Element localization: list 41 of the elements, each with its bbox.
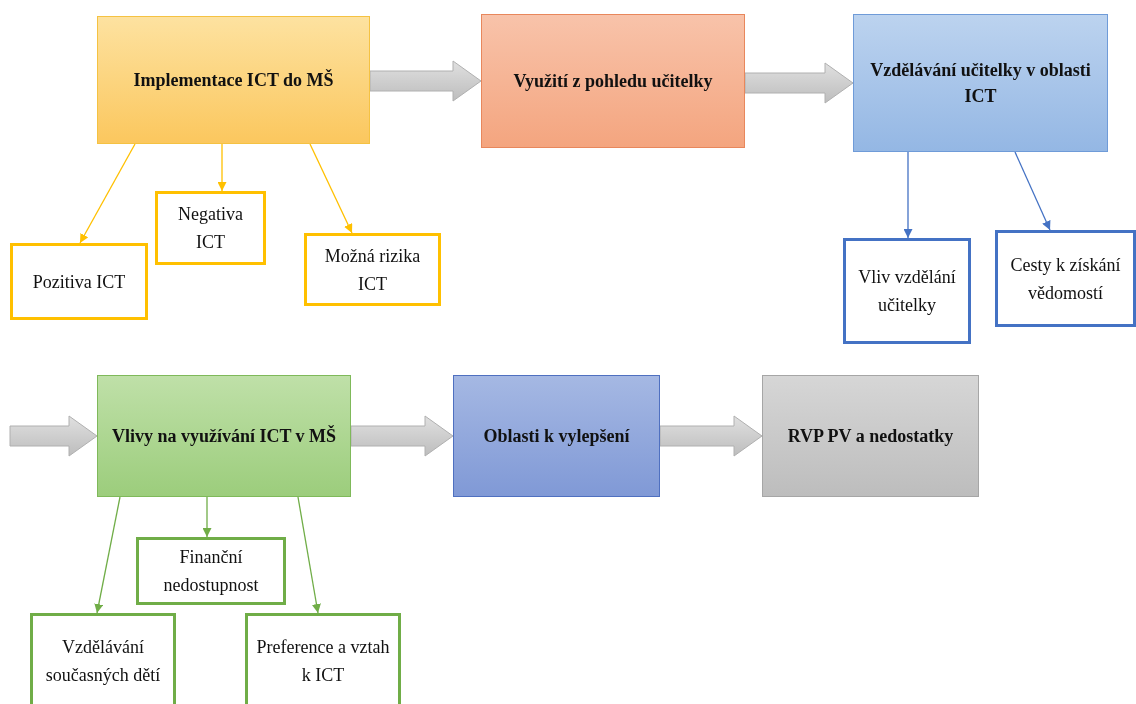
arrow [1014,151,1051,231]
box-label: Implementace ICT do MŠ [132,68,335,92]
subtopic-box [304,233,441,306]
subtopic-box [10,243,148,320]
topic-box [762,375,979,497]
block-arrow [369,60,482,102]
arrow [79,143,136,244]
box-label: Vlivy na využívání ICT v MŠ [110,424,338,448]
topic-box [97,375,351,497]
block-arrow [744,62,854,104]
subtopic-box [843,238,971,344]
topic-box [453,375,660,497]
box-label: Finanční nedostupnost [162,546,260,597]
box-label: Cesty k získání vědomostí [1009,253,1122,305]
subtopic-box [995,230,1136,327]
topic-box [481,14,745,148]
subtopic-box [30,613,176,704]
box-label: RVP PV a nedostatky [786,425,955,448]
arrow [903,151,913,239]
box-label: Negativa ICT [177,203,244,254]
box-label: Vzdělávání současných dětí [44,635,162,687]
subtopic-box [155,191,266,265]
subtopic-box [136,537,286,605]
arrow [297,496,321,614]
block-arrow [659,415,763,457]
box-label: Pozitiva ICT [31,270,127,294]
arrow [94,496,121,614]
arrow [217,143,227,192]
box-label: Vzdělávání učitelky v oblasti ICT [869,59,1092,108]
box-label: Preference a vztah k ICT [255,635,391,687]
block-arrow [350,415,454,457]
arrow [309,143,353,234]
box-label: Možná rizika ICT [323,244,422,296]
box-label: Vliv vzdělání učitelky [857,266,957,317]
subtopic-box [245,613,401,704]
box-label: Využití z pohledu učitelky [512,70,714,93]
block-arrow [9,415,98,457]
topic-box [97,16,370,144]
topic-box [853,14,1108,152]
arrow [202,496,212,538]
box-label: Oblasti k vylepšení [482,425,631,448]
